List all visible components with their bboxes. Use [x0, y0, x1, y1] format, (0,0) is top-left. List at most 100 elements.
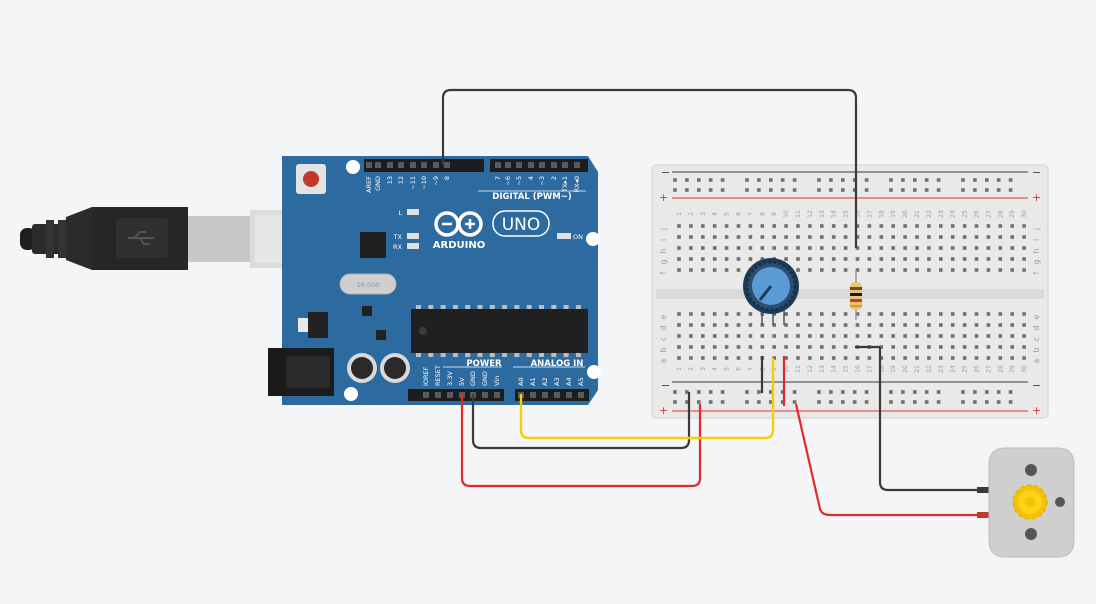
breadboard-hole[interactable]: [855, 246, 860, 250]
analog-pin-hole[interactable]: [566, 392, 572, 398]
breadboard-hole[interactable]: [974, 257, 979, 261]
breadboard-hole[interactable]: [784, 235, 788, 239]
breadboard-hole[interactable]: [915, 257, 919, 261]
breadboard-hole[interactable]: [701, 356, 705, 360]
breadboard-hole[interactable]: [784, 257, 788, 261]
breadboard-hole[interactable]: [697, 400, 701, 404]
breadboard-hole[interactable]: [986, 334, 991, 338]
breadboard-hole[interactable]: [748, 235, 753, 239]
breadboard-hole[interactable]: [820, 323, 824, 327]
breadboard-hole[interactable]: [772, 235, 776, 239]
breadboard-hole[interactable]: [891, 257, 895, 261]
breadboard-hole[interactable]: [708, 188, 713, 192]
breadboard-hole[interactable]: [843, 356, 848, 360]
breadboard-hole[interactable]: [772, 312, 776, 316]
breadboard-hole[interactable]: [939, 334, 943, 338]
breadboard-hole[interactable]: [998, 235, 1003, 239]
breadboard-hole[interactable]: [784, 246, 788, 250]
breadboard-hole[interactable]: [829, 188, 833, 192]
breadboard-hole[interactable]: [998, 334, 1003, 338]
digital-pin-hole[interactable]: [433, 162, 439, 168]
breadboard-hole[interactable]: [1022, 345, 1026, 349]
breadboard-hole[interactable]: [855, 323, 860, 327]
breadboard-hole[interactable]: [1008, 390, 1013, 394]
breadboard-hole[interactable]: [939, 323, 943, 327]
breadboard-hole[interactable]: [760, 246, 765, 250]
breadboard-hole[interactable]: [998, 257, 1003, 261]
breadboard-hole[interactable]: [867, 246, 872, 250]
breadboard-hole[interactable]: [1008, 178, 1013, 182]
breadboard-hole[interactable]: [831, 334, 836, 338]
breadboard-hole[interactable]: [841, 390, 845, 394]
breadboard-hole[interactable]: [879, 246, 884, 250]
breadboard-hole[interactable]: [820, 345, 824, 349]
breadboard-hole[interactable]: [808, 356, 812, 360]
breadboard-hole[interactable]: [891, 268, 895, 272]
breadboard-hole[interactable]: [927, 312, 931, 316]
breadboard-hole[interactable]: [1010, 246, 1014, 250]
breadboard-hole[interactable]: [962, 356, 967, 360]
breadboard-hole[interactable]: [879, 323, 884, 327]
breadboard-hole[interactable]: [724, 246, 729, 250]
breadboard-hole[interactable]: [891, 312, 895, 316]
breadboard-hole[interactable]: [736, 323, 741, 327]
breadboard-hole[interactable]: [855, 257, 860, 261]
breadboard-hole[interactable]: [757, 178, 761, 182]
breadboard-hole[interactable]: [831, 257, 836, 261]
breadboard-hole[interactable]: [998, 246, 1003, 250]
breadboard-hole[interactable]: [852, 400, 857, 404]
breadboard-hole[interactable]: [745, 178, 749, 182]
breadboard-hole[interactable]: [962, 312, 967, 316]
breadboard-hole[interactable]: [689, 257, 693, 261]
breadboard-hole[interactable]: [817, 178, 821, 182]
breadboard-hole[interactable]: [973, 188, 977, 192]
breadboard-hole[interactable]: [903, 246, 907, 250]
breadboard-hole[interactable]: [689, 235, 693, 239]
digital-pin-hole[interactable]: [398, 162, 404, 168]
breadboard-holes[interactable]: [673, 178, 1026, 404]
breadboard-hole[interactable]: [701, 268, 705, 272]
breadboard-hole[interactable]: [1010, 323, 1014, 327]
breadboard-hole[interactable]: [772, 345, 776, 349]
breadboard-hole[interactable]: [689, 224, 693, 228]
breadboard-hole[interactable]: [1022, 268, 1026, 272]
digital-pin-hole[interactable]: [574, 162, 580, 168]
breadboard-hole[interactable]: [808, 257, 812, 261]
breadboard-hole[interactable]: [673, 390, 677, 394]
breadboard-hole[interactable]: [748, 224, 753, 228]
digital-pin-hole[interactable]: [387, 162, 393, 168]
breadboard-hole[interactable]: [772, 323, 776, 327]
analog-pin-hole[interactable]: [530, 392, 536, 398]
breadboard-hole[interactable]: [903, 356, 907, 360]
digital-pin-hole[interactable]: [539, 162, 545, 168]
breadboard-hole[interactable]: [891, 246, 895, 250]
breadboard-hole[interactable]: [889, 400, 893, 404]
breadboard-hole[interactable]: [962, 334, 967, 338]
analog-pin-hole[interactable]: [578, 392, 584, 398]
breadboard-hole[interactable]: [915, 356, 919, 360]
breadboard-hole[interactable]: [939, 257, 943, 261]
breadboard-hole[interactable]: [697, 390, 701, 394]
breadboard-hole[interactable]: [843, 224, 848, 228]
breadboard-hole[interactable]: [831, 246, 836, 250]
breadboard-hole[interactable]: [697, 178, 701, 182]
breadboard-hole[interactable]: [855, 356, 860, 360]
breadboard-hole[interactable]: [784, 312, 788, 316]
digital-pin-hole[interactable]: [410, 162, 416, 168]
breadboard-hole[interactable]: [701, 224, 705, 228]
breadboard-hole[interactable]: [820, 356, 824, 360]
breadboard-hole[interactable]: [701, 323, 705, 327]
breadboard-hole[interactable]: [736, 345, 741, 349]
breadboard-hole[interactable]: [712, 246, 717, 250]
dc-motor-icon[interactable]: [977, 447, 1075, 558]
breadboard-hole[interactable]: [927, 257, 931, 261]
breadboard-hole[interactable]: [903, 268, 907, 272]
breadboard-hole[interactable]: [1010, 224, 1014, 228]
breadboard-hole[interactable]: [915, 235, 919, 239]
breadboard-hole[interactable]: [974, 323, 979, 327]
breadboard-hole[interactable]: [939, 268, 943, 272]
digital-pin-hole[interactable]: [444, 162, 450, 168]
breadboard-hole[interactable]: [939, 345, 943, 349]
breadboard-hole[interactable]: [986, 323, 991, 327]
breadboard-hole[interactable]: [1022, 235, 1026, 239]
